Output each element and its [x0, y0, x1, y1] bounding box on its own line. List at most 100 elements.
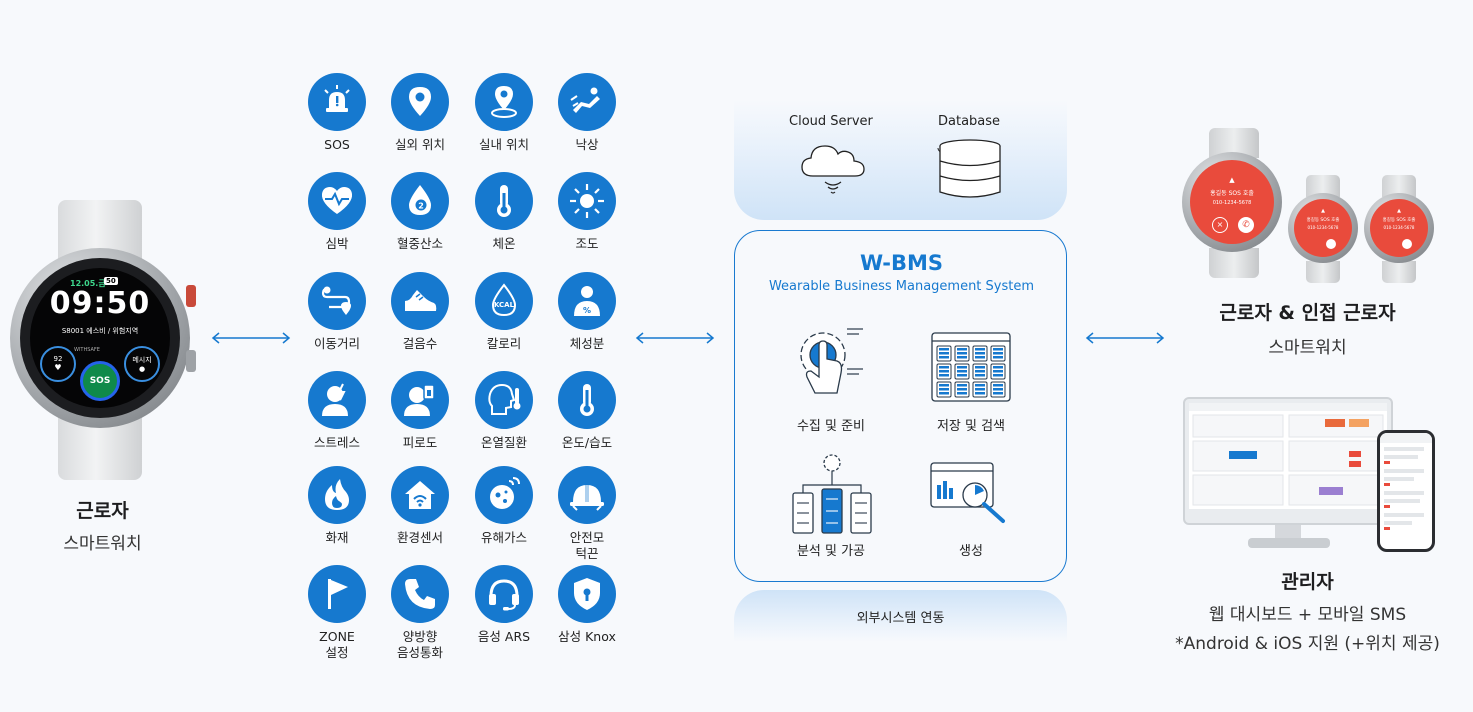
server-network-icon	[792, 454, 872, 534]
left-worker-subtitle: 스마트워치	[63, 534, 142, 554]
heart-rate-value: 92	[53, 355, 63, 363]
feature-label: 실외 위치	[395, 137, 445, 152]
thermometer-icon	[475, 172, 533, 230]
watch-date: 12.05.금	[70, 279, 106, 288]
heart-icon: ♥	[54, 363, 62, 372]
double-arrow-icon	[1085, 332, 1165, 344]
fire-icon	[308, 466, 366, 524]
cloud-server-label: Cloud Server	[789, 114, 873, 129]
feature-item: %체성분	[542, 272, 632, 352]
double-arrow-icon	[635, 332, 715, 344]
svg-text:%: %	[583, 306, 591, 315]
gas-icon	[475, 466, 533, 524]
helmet-icon	[558, 466, 616, 524]
watch-crown-red	[186, 285, 196, 307]
feature-item: 체온	[459, 172, 549, 252]
feature-label: 안전모 턱끈	[569, 530, 605, 561]
decline-icon[interactable]: ×	[1212, 217, 1228, 233]
route-icon	[308, 272, 366, 330]
module-label: 저장 및 검색	[936, 419, 1006, 434]
alert-phone: 010-1234-5678	[1307, 225, 1339, 230]
feature-item: 온열질환	[459, 371, 549, 451]
feature-item: ZONE 설정	[292, 565, 382, 661]
feature-label: 실내 위치	[479, 137, 529, 152]
feature-item: 이동거리	[292, 272, 382, 352]
sun-icon	[558, 172, 616, 230]
right-workers-title: 근로자 & 인접 근로자	[1219, 302, 1396, 324]
nearby-worker-watch: ▲ 홍길동 SOS 호출 010-1234-5678	[1288, 175, 1358, 283]
left-worker-title: 근로자	[76, 500, 129, 522]
accept-call-icon[interactable]	[1326, 239, 1336, 249]
fatigue-icon	[391, 371, 449, 429]
feature-label: 낙상	[575, 137, 599, 152]
report-magnifier-icon	[930, 462, 1005, 523]
right-workers-subtitle: 스마트워치	[1268, 338, 1347, 358]
feature-label: 삼성 Knox	[558, 629, 616, 644]
alert-icon: ▲	[1229, 176, 1235, 184]
dashboard-screen	[1189, 403, 1387, 509]
watch-strap-bottom	[1209, 248, 1259, 278]
feature-item: 실외 위치	[375, 73, 465, 153]
shield-lock-icon	[558, 565, 616, 623]
feature-label: SOS	[324, 137, 350, 152]
alert-icon: ▲	[1397, 208, 1401, 214]
watch-alert-screen: ▲ 홍길동 SOS 호출 010-1234-5678	[1294, 199, 1352, 257]
watch-strap-top	[1382, 175, 1416, 197]
phone-icon	[391, 565, 449, 623]
wbms-subtitle: Wearable Business Management System	[768, 279, 1035, 294]
feature-label: 심박	[325, 236, 349, 251]
feature-item: 온도/습도	[542, 371, 632, 451]
feature-label: 칼로리	[486, 336, 522, 351]
admin-title: 관리자	[1281, 571, 1334, 593]
watch-sos-button[interactable]: SOS	[80, 361, 120, 401]
monitor-stand	[1275, 525, 1301, 539]
feature-item: 안전모 턱끈	[542, 466, 632, 562]
feature-item: 음성 ARS	[459, 565, 549, 645]
double-arrow-icon	[211, 332, 291, 344]
feature-label: 환경센서	[396, 530, 443, 545]
alert-text: 홍길동 SOS 호출	[1306, 218, 1340, 223]
feature-item: 심박	[292, 172, 382, 252]
external-system-panel: 외부시스템 연동	[734, 590, 1067, 642]
chat-icon: ●	[138, 365, 146, 373]
wbms-title: W-BMS	[860, 251, 943, 275]
feature-label: 양방향 음성통화	[396, 629, 443, 660]
headset-icon	[475, 565, 533, 623]
watch-crown-gray	[186, 350, 196, 372]
environment-sensor-icon	[391, 466, 449, 524]
watch-strap-top	[1306, 175, 1340, 197]
feature-label: 걸음수	[402, 336, 438, 351]
feature-label: 혈중산소	[396, 236, 443, 251]
accept-call-icon[interactable]	[1402, 239, 1412, 249]
message-label: 메시지	[132, 356, 152, 364]
map-pin-icon	[391, 73, 449, 131]
feature-label: ZONE 설정	[319, 629, 355, 660]
watch-location: S8001 에스비 / 위험지역	[61, 327, 139, 335]
feature-item: 양방향 음성통화	[375, 565, 465, 661]
feature-item: 환경센서	[375, 466, 465, 546]
cloud-panel: Cloud Server Database	[734, 100, 1067, 220]
alert-text: 홍길동 SOS 호출	[1382, 218, 1416, 223]
mobile-phone	[1377, 430, 1435, 552]
dashboard-preview	[1189, 403, 1387, 506]
watch-strap-bottom	[1306, 261, 1340, 283]
heartbeat-icon	[308, 172, 366, 230]
wbms-panel: W-BMS Wearable Business Management Syste…	[734, 230, 1067, 582]
module-label: 수집 및 준비	[796, 419, 866, 434]
cloud-icon	[801, 145, 865, 194]
feature-label: 체온	[492, 236, 516, 251]
watch-brand: WITHSAFE	[74, 347, 100, 353]
admin-line2: *Android & iOS 지원 (+위치 제공)	[1175, 634, 1440, 654]
module-label: 분석 및 가공	[796, 544, 866, 559]
stress-icon	[308, 371, 366, 429]
shoe-icon	[391, 272, 449, 330]
feature-item: 조도	[542, 172, 632, 252]
accept-call-icon[interactable]: ✆	[1238, 217, 1254, 233]
feature-item: 피로도	[375, 371, 465, 451]
feature-label: 화재	[325, 530, 349, 545]
feature-item: 걸음수	[375, 272, 465, 352]
worker-smartwatch: 12.05.금 50 09:50 S8001 에스비 / 위험지역 92 ♥ W…	[0, 200, 200, 480]
dashboard-monitor	[1183, 397, 1393, 525]
feature-label: 스트레스	[313, 435, 360, 450]
module-label: 생성	[959, 544, 983, 559]
